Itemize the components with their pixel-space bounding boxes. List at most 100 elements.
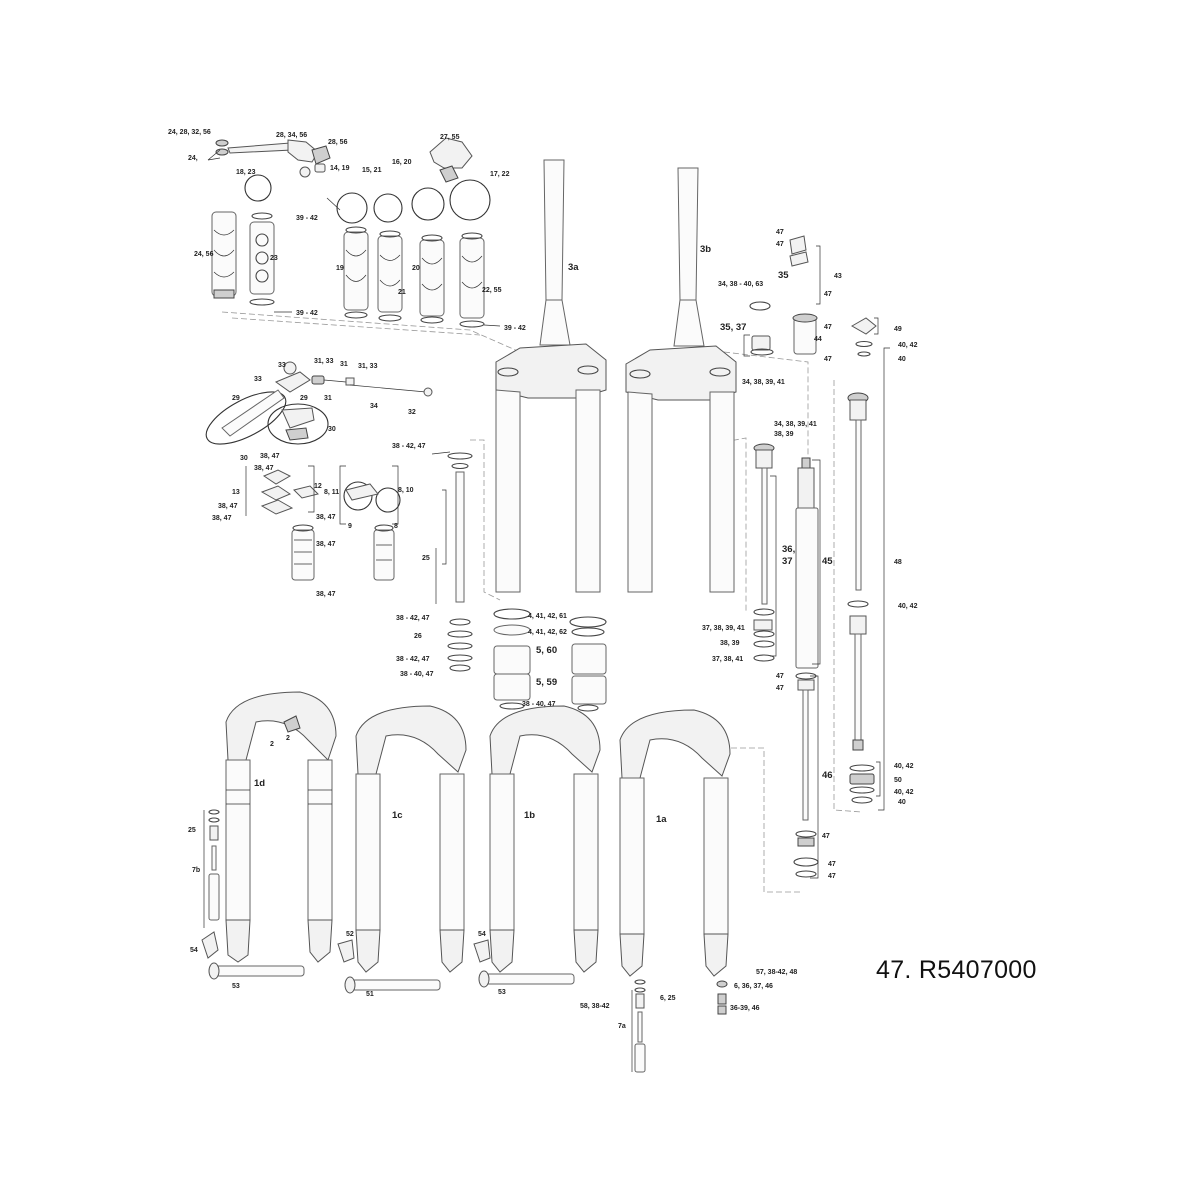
crown-steerer-3b [625,167,737,593]
callout-label: 37 [782,556,793,567]
callout-label: 54 [190,947,198,954]
callout-label: 24, [188,155,198,162]
callout-label: 20 [412,265,420,272]
callout-label: 31, 33 [358,363,378,370]
callout-label: 38 - 42, 47 [396,615,430,622]
callout-label: 38, 47 [316,514,336,521]
callout-label: 7a [618,1023,626,1030]
callout-label: 3a [568,262,579,273]
callout-label: 38, 47 [254,465,274,472]
callout-label: 47 [828,861,836,868]
callout-label: 47 [824,324,832,331]
callout-label: 1c [392,810,403,821]
callout-label: 37, 38, 39, 41 [702,625,745,632]
callout-label: 8, 10 [398,487,414,494]
callout-label: 38, 47 [212,515,232,522]
callout-label: 38, 47 [260,453,280,460]
callout-label: 22, 55 [482,287,502,294]
callout-label: 47 [776,229,784,236]
callout-label: 28, 34, 56 [276,132,307,139]
callout-label: 38, 47 [316,541,336,548]
callout-label: 29 [232,395,240,402]
callout-label: 38, 47 [218,503,238,510]
callout-label: 1b [524,810,535,821]
callout-label: 47 [828,873,836,880]
callout-label: 2 [270,741,274,748]
callout-label: 51 [366,991,374,998]
callout-label: 2 [286,735,290,742]
callout-label: 12 [314,483,322,490]
callout-label: 48 [894,559,902,566]
callout-label: 25 [188,827,196,834]
damper-shaft-36-37 [753,443,775,662]
callout-label: 47 [824,291,832,298]
callout-label: 23 [270,255,278,262]
callout-label: 40 [898,356,906,363]
callout-label: 34 [370,403,378,410]
callout-label: 8 [394,523,398,530]
callout-label: 53 [498,989,506,996]
callout-label: 47 [776,673,784,680]
callout-label: 46 [822,770,833,781]
callout-label: 35, 37 [720,322,746,333]
callout-label: 47 [776,685,784,692]
callout-label: 5, 60 [536,645,557,656]
callout-label: 39 - 42 [504,325,526,332]
callout-label: 54 [478,931,486,938]
callout-label: 30 [240,455,248,462]
callout-label: 31 [340,361,348,368]
callout-label: 13 [232,489,240,496]
callout-label: 8, 11 [324,489,339,496]
callout-label: 47 [824,356,832,363]
callout-label: 52 [346,931,354,938]
remote-cable-group [205,361,433,445]
callout-label: 38 - 40, 47 [400,671,434,678]
lower-leg-1d [225,691,337,963]
callout-label: 27, 55 [440,134,460,141]
callout-label: 57, 38-42, 48 [756,969,797,976]
callout-label: 28, 56 [328,139,348,146]
callout-label: 58, 38-42 [580,1003,610,1010]
callout-label: 50 [894,777,902,784]
lower-leg-1c [355,705,467,973]
callout-label: 1a [656,814,667,825]
callout-label: 33 [254,376,262,383]
callout-labels: 24, 28, 32, 56 28, 34, 56 28, 56 24, 27,… [168,129,918,1030]
part-number-caption: 47. R5407000 [876,956,1037,984]
callout-label: 7b [192,867,200,874]
callout-label: 40, 42 [898,603,918,610]
callout-label: 5, 59 [536,677,557,688]
detail-callout-circles [244,174,491,224]
lower-leg-1a [619,709,731,977]
callout-label: 38, 39 [774,431,794,438]
callout-label: 14, 19 [330,165,350,172]
callout-label: 38 - 40, 47 [522,701,556,708]
callout-label: 38 - 42, 47 [392,443,426,450]
callout-label: 33 [278,362,286,369]
callout-label: 25 [422,555,430,562]
callout-label: 38 - 42, 47 [396,656,430,663]
callout-label: 39 - 42 [296,310,318,317]
seal-kit-stacks [493,608,607,712]
air-shaft-25 [447,452,473,672]
damper-assemblies [260,469,401,581]
callout-label: 3b [700,244,711,255]
callout-label: 47 [776,241,784,248]
callout-label: 43 [834,273,842,280]
lower-leg-1b [489,705,601,973]
callout-label: 9 [348,523,352,530]
callout-label: 47 [822,833,830,840]
callout-label: 18, 23 [236,169,256,176]
callout-label: 36, [782,544,795,555]
bottom-out-parts [208,809,728,1073]
callout-label: 6, 25 [660,995,676,1002]
callout-label: 4, 41, 42, 61 [528,613,567,620]
callout-label: 53 [232,983,240,990]
callout-label: 30 [328,426,336,433]
callout-label: 6, 36, 37, 46 [734,983,773,990]
callout-label: 17, 22 [490,171,510,178]
callout-label: 37, 38, 41 [712,656,743,663]
callout-label: 24, 28, 32, 56 [168,129,211,136]
callout-label: 40 [898,799,906,806]
callout-label: 24, 56 [194,251,214,258]
